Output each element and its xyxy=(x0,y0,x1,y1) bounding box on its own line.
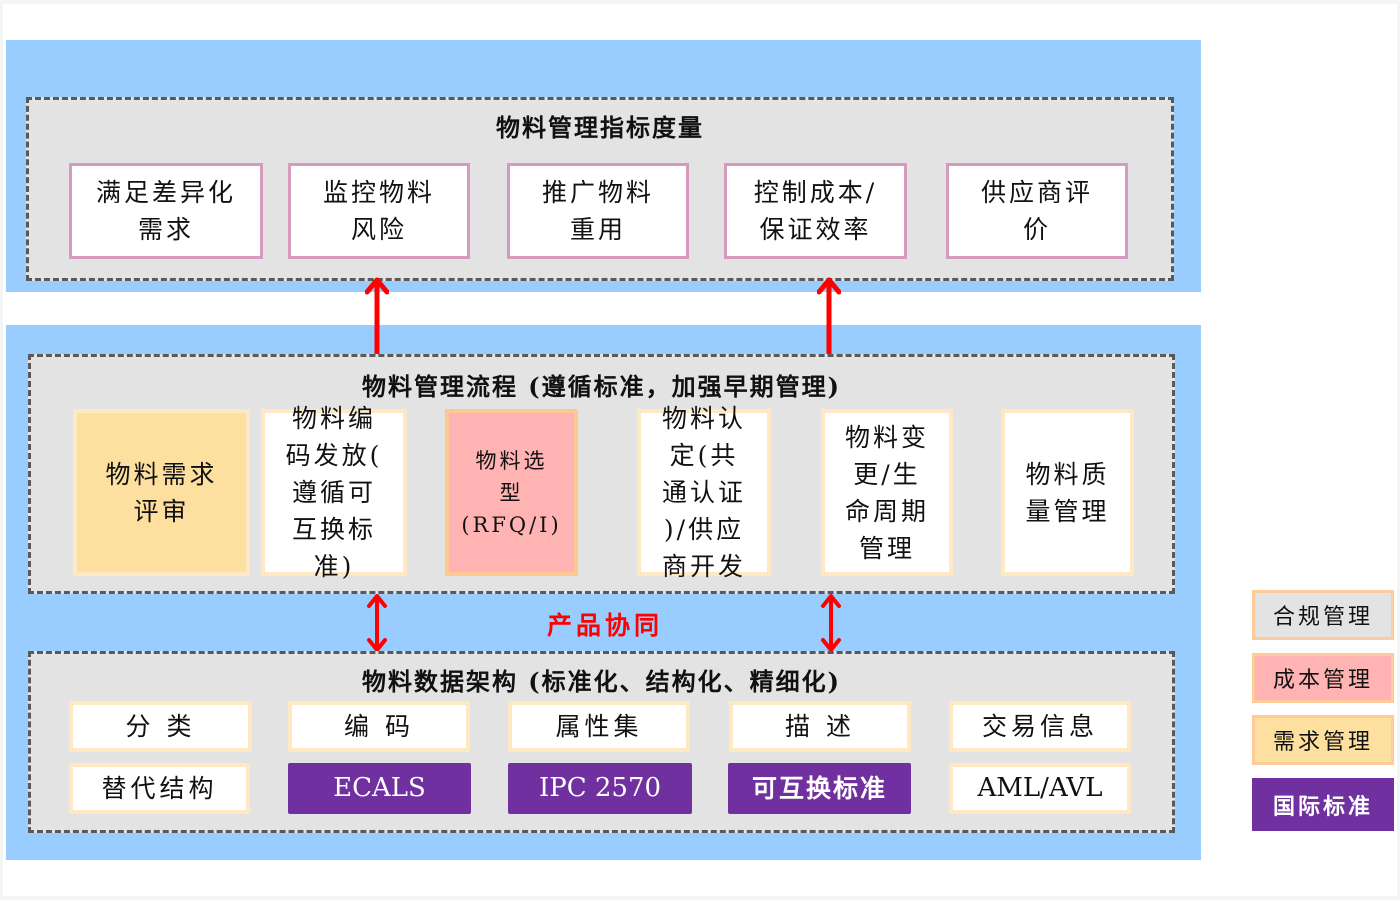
data-item-aml-avl: AML/AVL xyxy=(949,763,1131,814)
data-item-interchangeable-standard: 可互换标准 xyxy=(728,763,911,814)
data-item-transaction-info: 交易信息 xyxy=(949,701,1131,752)
up-arrow-icon xyxy=(365,277,389,358)
up-arrow-icon xyxy=(817,277,841,358)
legend-international-standard: 国际标准 xyxy=(1252,778,1394,831)
double-arrow-icon xyxy=(821,594,841,652)
metrics-title: 物料管理指标度量 xyxy=(496,113,704,142)
process-title: 物料管理流程 (遵循标准，加强早期管理) xyxy=(361,372,842,401)
data-item-ecals: ECALS xyxy=(288,763,471,814)
data-item-classification: 分 类 xyxy=(69,701,252,752)
legend-cost: 成本管理 xyxy=(1252,653,1394,703)
data-item-coding: 编 码 xyxy=(288,701,470,752)
product-collaboration-label: 产品协同 xyxy=(546,611,663,640)
metric-box: 控制成本/ 保证效率 xyxy=(724,163,907,259)
data-item-attribute-set: 属性集 xyxy=(508,701,690,752)
data-item-ipc-2570: IPC 2570 xyxy=(508,763,692,814)
process-step-change-lifecycle: 物料变 更/生 命周期 管理 xyxy=(821,409,953,576)
process-step-code-release: 物料编 码发放( 遵循可 互换标 准) xyxy=(261,404,407,581)
process-step-quality: 物料质 量管理 xyxy=(1001,409,1134,576)
process-step-demand-review: 物料需求 评审 xyxy=(73,409,250,576)
data-item-substitute-structure: 替代结构 xyxy=(69,763,250,814)
process-step-qualification: 物料认 定(共 通认证 )/供应 商开发 xyxy=(637,404,771,581)
metric-box: 监控物料 风险 xyxy=(288,163,470,259)
metric-box: 满足差异化 需求 xyxy=(69,163,263,259)
metric-box: 推广物料 重用 xyxy=(507,163,689,259)
data-architecture-title: 物料数据架构 (标准化、结构化、精细化) xyxy=(361,667,842,696)
double-arrow-icon xyxy=(367,594,387,652)
legend-compliance: 合规管理 xyxy=(1252,590,1394,640)
legend-demand: 需求管理 xyxy=(1252,715,1394,765)
metric-box: 供应商评 价 xyxy=(946,163,1128,259)
process-step-selection: 物料选 型 (RFQ/I) xyxy=(445,409,578,576)
data-item-description: 描 述 xyxy=(729,701,911,752)
